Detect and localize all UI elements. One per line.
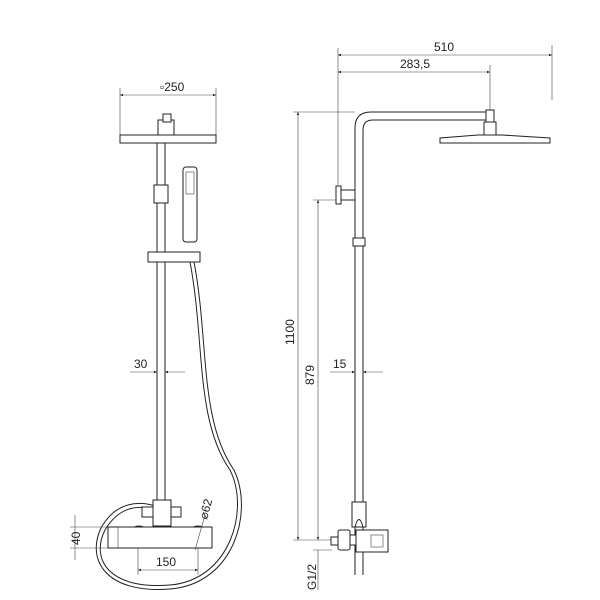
head-width-label: ▫250: [160, 80, 185, 94]
wall-bracket: [340, 189, 356, 201]
mixer-body: [355, 529, 389, 553]
riser-pipe: [354, 111, 493, 575]
slider: [147, 251, 201, 263]
inlet-spacing-label: 150: [156, 555, 176, 569]
rail-offset-label: 30: [134, 357, 148, 371]
thread-label: G1/2: [305, 564, 319, 590]
head-connector: [483, 121, 497, 136]
knob-diameter-label: ⌀62: [196, 497, 215, 521]
hand-shower: [182, 166, 198, 243]
wall-bracket: [153, 184, 169, 204]
side-view: 510 283,5 1100 879 G1/2 15: [283, 40, 553, 590]
arm-reach-label: 510: [434, 40, 454, 54]
shower-head: [439, 134, 551, 144]
total-height-label: 1100: [283, 319, 297, 345]
wall-connector: [337, 529, 351, 551]
diverter: [152, 499, 172, 527]
front-view: ▫250 30 40 15: [69, 80, 242, 590]
mixer-body: [107, 526, 213, 549]
pipe-offset-label: 15: [333, 357, 347, 371]
diverter: [351, 501, 367, 528]
body-height-label: 40: [69, 531, 83, 545]
hose: [99, 261, 238, 587]
shower-head: [119, 134, 217, 144]
head-center-label: 283,5: [400, 57, 430, 71]
bracket-height-label: 879: [303, 365, 317, 385]
